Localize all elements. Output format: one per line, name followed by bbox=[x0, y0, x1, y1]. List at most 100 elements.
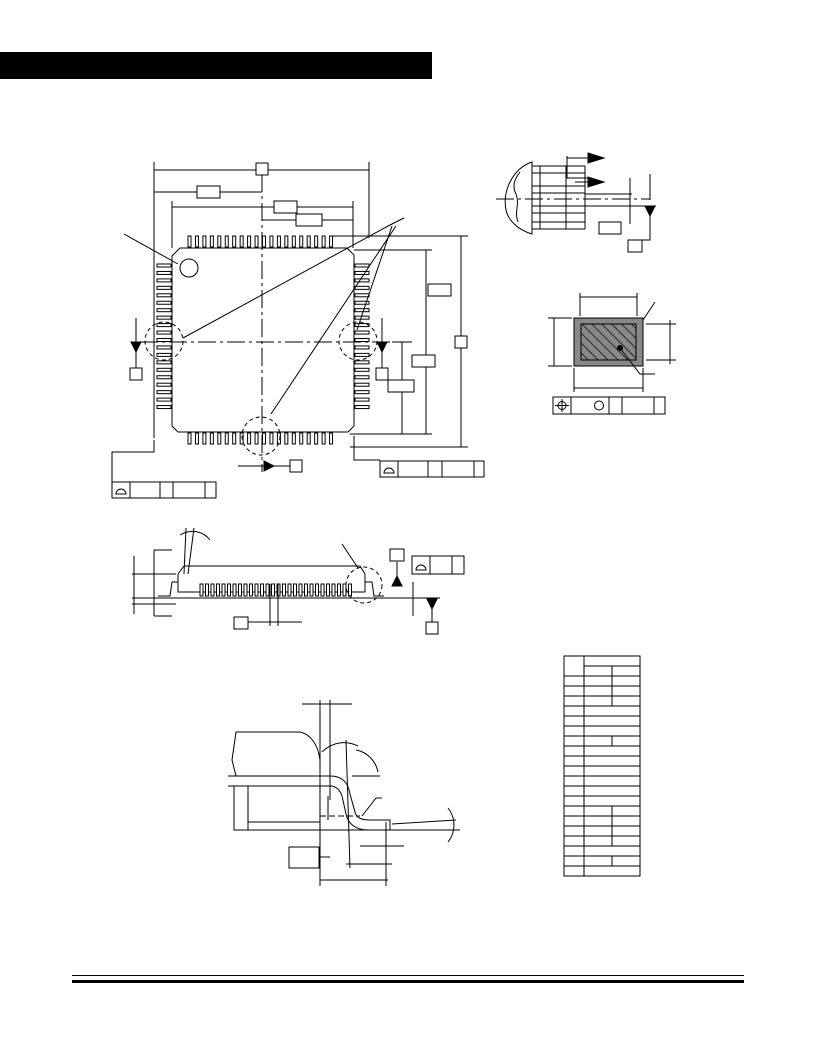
side-lead bbox=[210, 583, 215, 597]
position-symbol-icon bbox=[555, 399, 569, 412]
side-lead bbox=[326, 583, 330, 597]
pin-top bbox=[299, 235, 304, 248]
pin-left bbox=[156, 390, 172, 395]
pin-top bbox=[209, 235, 214, 248]
pin-top bbox=[291, 235, 296, 248]
side-view-drawing bbox=[132, 527, 465, 635]
datum-box-gauge-plane bbox=[288, 846, 320, 869]
datum-marker-side-up bbox=[391, 574, 403, 587]
pin-left bbox=[156, 352, 172, 357]
radius-leader bbox=[361, 797, 382, 817]
pin-left bbox=[156, 285, 172, 290]
pins-top-row bbox=[187, 235, 334, 248]
side-lead bbox=[293, 583, 297, 597]
angle-leader-side-2 bbox=[187, 527, 195, 575]
plating-leader bbox=[642, 301, 656, 321]
pin-bottom bbox=[209, 432, 214, 445]
side-lead-left bbox=[158, 581, 178, 597]
detail-circle-side bbox=[345, 566, 383, 604]
angle-arc-detail-2 bbox=[355, 749, 379, 773]
side-lead bbox=[260, 583, 264, 597]
pin-top bbox=[284, 235, 289, 248]
datum-box-pitch-dim bbox=[598, 221, 622, 235]
fcf-right-leader bbox=[353, 436, 380, 461]
datum-box-body-height bbox=[427, 283, 452, 297]
pin-bottom bbox=[224, 432, 229, 445]
break-squiggle bbox=[513, 171, 521, 223]
pin-bottom bbox=[194, 432, 199, 445]
pin-top bbox=[202, 235, 207, 248]
profile-symbol-icon bbox=[383, 467, 395, 474]
pin-left bbox=[156, 367, 172, 372]
side-lead-right bbox=[365, 581, 384, 597]
feature-control-frame-side bbox=[411, 555, 465, 575]
pin-right bbox=[354, 360, 370, 365]
datum-box-half-width bbox=[196, 185, 221, 199]
pin-top bbox=[232, 235, 237, 248]
detail-circle-bottom bbox=[241, 416, 281, 456]
pin1-leader bbox=[123, 233, 179, 265]
pin-top bbox=[329, 235, 334, 248]
pin-right bbox=[354, 352, 370, 357]
detail-leader-side bbox=[341, 543, 359, 569]
side-lead bbox=[342, 583, 347, 597]
pin-bottom bbox=[284, 432, 289, 445]
pin-bottom bbox=[314, 432, 319, 445]
pin-bottom bbox=[276, 432, 281, 445]
pin-top bbox=[194, 235, 199, 248]
side-lead bbox=[249, 583, 253, 597]
lead-profile-detail-drawing bbox=[228, 700, 460, 886]
side-lead bbox=[243, 583, 248, 597]
pin-bottom bbox=[329, 432, 334, 445]
pin-left bbox=[156, 345, 172, 350]
pin-left bbox=[156, 270, 172, 275]
datum-box-lead-width bbox=[233, 616, 249, 630]
datum-box-left bbox=[129, 367, 143, 381]
pin-right bbox=[354, 405, 370, 410]
pin-top bbox=[247, 235, 252, 248]
angle-arc-detail bbox=[321, 742, 359, 753]
datum-box-body-width bbox=[273, 200, 298, 214]
datum-marker-right bbox=[376, 341, 388, 354]
pin-top bbox=[224, 235, 229, 248]
detail-circle-right bbox=[338, 321, 378, 361]
side-lead bbox=[304, 583, 308, 597]
break-outline bbox=[504, 161, 533, 235]
feature-control-frame-position bbox=[552, 396, 666, 415]
pin-top bbox=[254, 235, 259, 248]
pin-right bbox=[354, 338, 370, 342]
pin-bottom bbox=[247, 432, 252, 445]
base-metal-leader bbox=[619, 347, 655, 375]
side-lead bbox=[348, 583, 352, 597]
pin-bottom bbox=[202, 432, 207, 445]
pin-top bbox=[262, 235, 266, 248]
view-arrow-2-head bbox=[587, 176, 606, 188]
datum-box-side-bottom bbox=[425, 621, 439, 635]
footer-rule-thin bbox=[72, 975, 744, 976]
datum-marker-left bbox=[130, 341, 142, 354]
side-lead bbox=[298, 583, 303, 597]
pin-top bbox=[269, 235, 274, 248]
pin-bottom bbox=[217, 432, 222, 445]
table-row-lines bbox=[564, 675, 640, 867]
pin-left bbox=[156, 293, 172, 298]
dimension-table bbox=[563, 655, 641, 877]
pin-bottom bbox=[269, 432, 274, 445]
pin-top bbox=[306, 235, 311, 248]
pin-bottom bbox=[239, 432, 244, 445]
lead-pitch-detail-drawing bbox=[496, 152, 656, 253]
package-body bbox=[171, 247, 355, 433]
pin-right bbox=[354, 382, 370, 387]
pin-right bbox=[354, 285, 370, 290]
pin-bottom bbox=[299, 432, 304, 445]
pin-bottom bbox=[321, 432, 326, 445]
angle-leader-side bbox=[183, 527, 187, 575]
side-lead bbox=[232, 583, 237, 597]
pin-left bbox=[156, 382, 172, 387]
datum-box-half-height bbox=[387, 379, 415, 393]
pin-right bbox=[354, 330, 370, 335]
side-lead bbox=[271, 583, 275, 597]
top-view-drawing bbox=[111, 162, 485, 499]
base-metal bbox=[580, 323, 637, 361]
pin1-indicator bbox=[179, 258, 199, 278]
